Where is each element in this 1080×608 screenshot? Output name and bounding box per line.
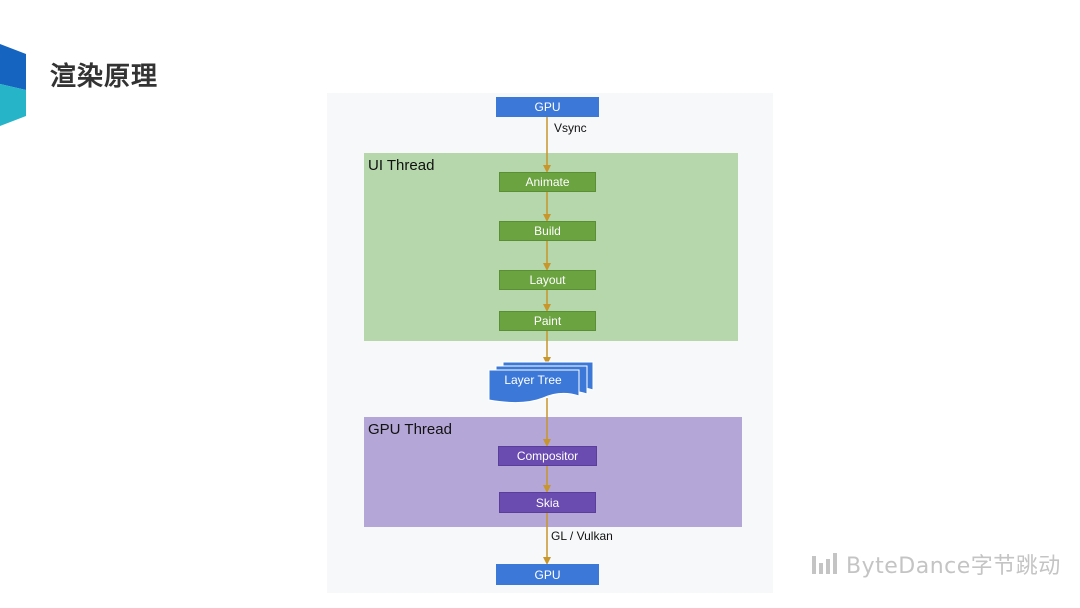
slide-title: 渲染原理 [50, 62, 159, 92]
layout-label: Layout [529, 273, 566, 287]
layer-tree-label: Layer Tree [504, 373, 562, 387]
layout-node: Layout [499, 270, 596, 290]
bytedance-watermark: ByteDance字节跳动 [812, 548, 1061, 580]
vsync-label: Vsync [554, 121, 587, 135]
skia-node: Skia [499, 492, 596, 513]
build-node: Build [499, 221, 596, 241]
paint-label: Paint [533, 314, 562, 328]
gpu-top-label: GPU [534, 100, 561, 114]
bytedance-logo-icon [812, 553, 837, 574]
gpu-top-node: GPU [496, 97, 599, 117]
compositor-node: Compositor [498, 446, 597, 466]
compositor-label: Compositor [516, 449, 579, 463]
skia-label: Skia [535, 495, 560, 510]
ui-thread-label: UI Thread [368, 157, 435, 174]
gpu-thread-label: GPU Thread [368, 421, 452, 438]
slide-corner-logo-icon [0, 44, 26, 126]
animate-node: Animate [499, 172, 596, 192]
gpu-bottom-label: GPU [534, 567, 561, 582]
build-label: Build [534, 224, 561, 238]
paint-node: Paint [499, 311, 596, 331]
gpu-bottom-node: GPU [496, 564, 599, 585]
gl-vulkan-label: GL / Vulkan [551, 529, 613, 543]
layer-tree-shape [488, 361, 594, 404]
animate-label: Animate [525, 175, 570, 189]
watermark-text: ByteDance字节跳动 [846, 554, 1061, 579]
